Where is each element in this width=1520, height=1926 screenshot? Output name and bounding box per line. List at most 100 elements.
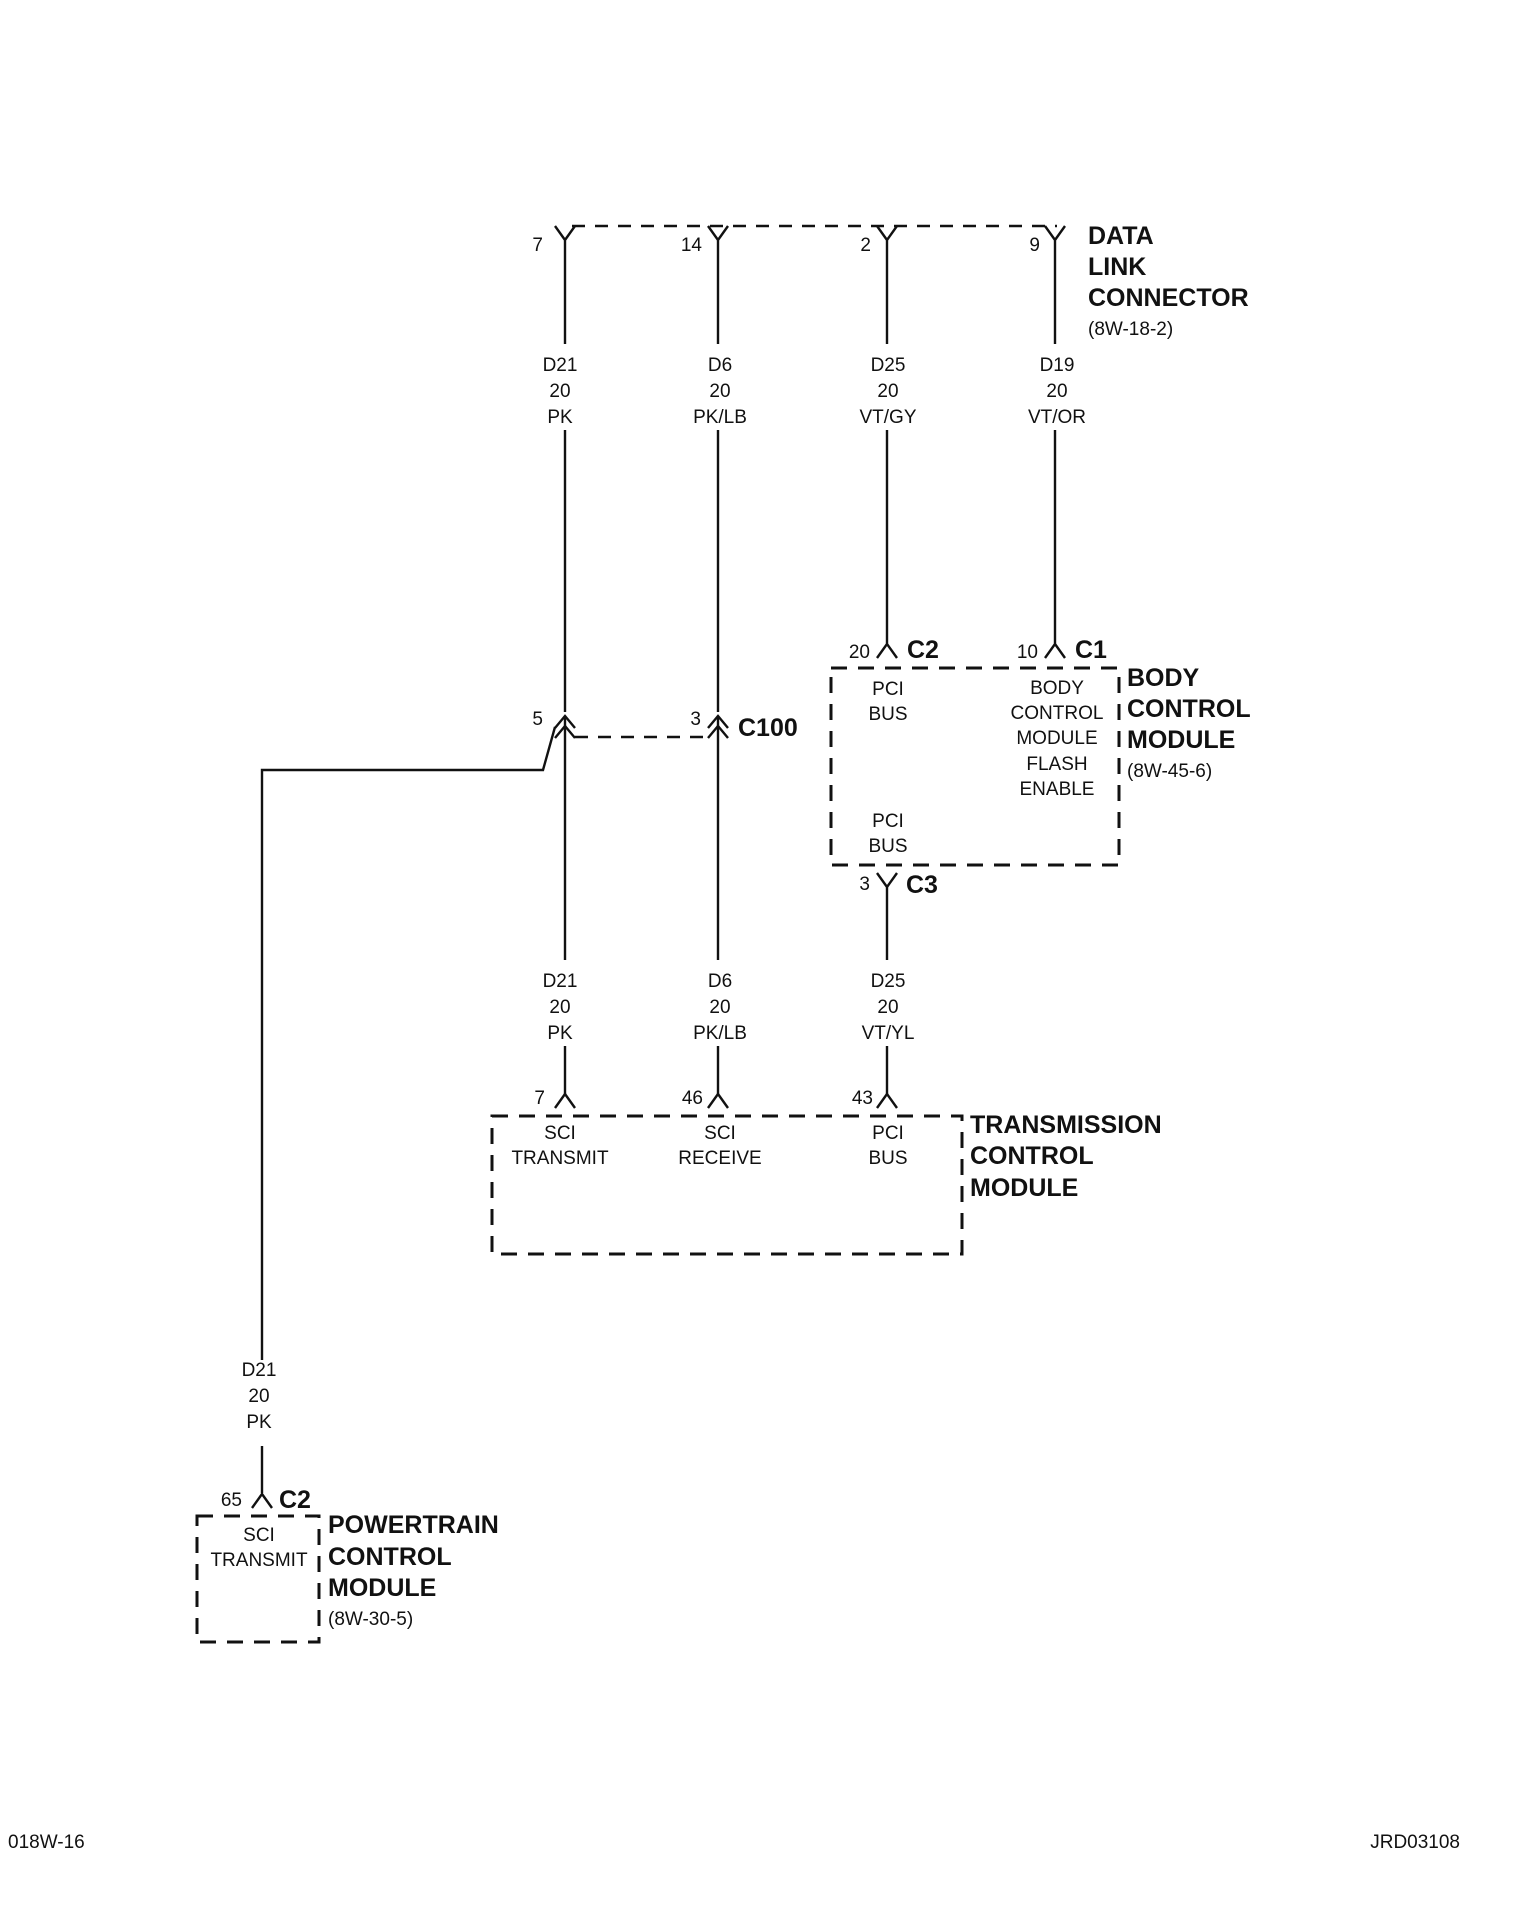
bcm-pci-bottom-1: PCI	[872, 811, 904, 832]
bcm-c2-label: C2	[907, 636, 939, 664]
color: VT/OR	[1028, 407, 1086, 428]
wire-label-d19-upper: D19 20 VT/OR	[1028, 355, 1086, 428]
bcm-c2-terminal-icon	[876, 638, 898, 659]
wire-label-d21-lower: D21 20 PK	[543, 971, 578, 1044]
bcm-pci-top-2: BUS	[868, 704, 907, 725]
color: VT/GY	[859, 407, 916, 428]
body-control-module: 20 C2 10 C1 PCI BUS BODY CONTROL MODULE …	[829, 636, 1251, 899]
pcm-name-line-2: CONTROL	[328, 1543, 452, 1571]
footer-right-code: JRD03108	[1370, 1832, 1460, 1853]
dlc-pin-7-symbol	[554, 225, 576, 248]
tcm-pin-43-terminal-icon	[876, 1091, 898, 1109]
bcm-flash-1: BODY	[1030, 678, 1084, 699]
transmission-control-module: 7 46 43 SCI TRANSMIT SCI RECEIVE PCI BUS…	[490, 1088, 1162, 1256]
tcm-terminal-1-line-2: TRANSMIT	[511, 1148, 609, 1169]
bcm-name-line-2: CONTROL	[1127, 695, 1251, 723]
circuit: D21	[543, 971, 578, 992]
dlc-pin-2-symbol	[876, 225, 898, 248]
dlc-name-line-1: DATA	[1088, 222, 1154, 250]
tcm-pin-43: 43	[852, 1088, 873, 1109]
bcm-box	[829, 666, 1121, 867]
tcm-terminal-3-line-1: PCI	[872, 1123, 904, 1144]
tcm-terminal-1-line-1: SCI	[544, 1123, 576, 1144]
gauge: 20	[549, 997, 570, 1018]
gauge: 20	[877, 997, 898, 1018]
tcm-pin-7: 7	[534, 1088, 545, 1109]
wire-label-d21-pcm: D21 20 PK	[242, 1360, 277, 1433]
tcm-pin-7-terminal-icon	[554, 1091, 576, 1109]
tcm-terminal-2-line-1: SCI	[704, 1123, 736, 1144]
bcm-c3-terminal-icon	[876, 872, 898, 893]
gauge: 20	[709, 381, 730, 402]
wire-label-d6-lower: D6 20 PK/LB	[693, 971, 747, 1044]
dlc-name-line-2: LINK	[1088, 253, 1146, 281]
data-link-connector: 7 14 2 9 DATA LINK CONNECTOR (8W-18-2)	[532, 222, 1248, 340]
tcm-terminal-2-line-2: RECEIVE	[678, 1148, 761, 1169]
bcm-c2-pin: 20	[849, 642, 870, 663]
bcm-c1-label: C1	[1075, 636, 1107, 664]
c100-pin-3: 3	[690, 709, 701, 730]
tcm-pin-46: 46	[682, 1088, 703, 1109]
wire-label-d6-upper: D6 20 PK/LB	[693, 355, 747, 428]
bcm-c3-label: C3	[906, 871, 938, 899]
circuit: D25	[871, 355, 906, 376]
bcm-flash-4: FLASH	[1026, 754, 1087, 775]
pcm-terminal-line-1: SCI	[243, 1525, 275, 1546]
upper-wires: D21 20 PK D6 20 PK/LB D25 20 VT/GY D19 2…	[543, 248, 1086, 712]
dlc-ref: (8W-18-2)	[1088, 319, 1173, 340]
pcm-pin: 65	[221, 1490, 242, 1511]
pcm-ref: (8W-30-5)	[328, 1609, 413, 1630]
c100-label: C100	[738, 714, 798, 742]
dlc-pin-7: 7	[532, 235, 543, 256]
circuit: D21	[242, 1360, 277, 1381]
dlc-pin-14-symbol	[707, 225, 729, 248]
bcm-ref: (8W-45-6)	[1127, 761, 1212, 782]
bcm-pci-bottom-2: BUS	[868, 836, 907, 857]
wire-label-d25-lower: D25 20 VT/YL	[862, 971, 915, 1044]
color: PK	[547, 1023, 573, 1044]
tcm-name-line-2: CONTROL	[970, 1142, 1094, 1170]
color: VT/YL	[862, 1023, 915, 1044]
bcm-c1-terminal-icon	[1044, 638, 1066, 659]
tcm-name-line-1: TRANSMISSION	[970, 1111, 1162, 1139]
dlc-pin-2: 2	[860, 235, 871, 256]
circuit: D6	[708, 971, 732, 992]
dlc-pin-14: 14	[681, 235, 703, 256]
footer-left-code: 018W-16	[8, 1832, 85, 1853]
gauge: 20	[709, 997, 730, 1018]
wire-label-d25-upper: D25 20 VT/GY	[859, 355, 916, 428]
tcm-terminal-3-line-2: BUS	[868, 1148, 907, 1169]
tcm-name-line-3: MODULE	[970, 1174, 1078, 1202]
circuit: D6	[708, 355, 732, 376]
c100-connector: 5 3 C100	[532, 709, 797, 742]
color: PK	[547, 407, 573, 428]
bcm-c3-pin: 3	[859, 874, 870, 895]
gauge: 20	[549, 381, 570, 402]
bcm-pci-top-1: PCI	[872, 679, 904, 700]
gauge: 20	[877, 381, 898, 402]
dlc-pin-9-symbol	[1044, 225, 1066, 248]
bcm-flash-5: ENABLE	[1020, 779, 1095, 800]
gauge: 20	[248, 1386, 269, 1407]
bcm-flash-3: MODULE	[1016, 728, 1097, 749]
powertrain-control-module: 65 C2 SCI TRANSMIT POWERTRAIN CONTROL MO…	[195, 1486, 499, 1644]
dlc-name-line-3: CONNECTOR	[1088, 284, 1249, 312]
color: PK	[246, 1412, 272, 1433]
pcm-box	[195, 1514, 321, 1644]
bcm-name-line-1: BODY	[1127, 664, 1200, 692]
pcm-name-line-1: POWERTRAIN	[328, 1511, 499, 1539]
gauge: 20	[1046, 381, 1067, 402]
bcm-c1-pin: 10	[1017, 642, 1038, 663]
tcm-pin-46-terminal-icon	[707, 1091, 729, 1109]
c100-pin-5: 5	[532, 709, 543, 730]
circuit: D25	[871, 971, 906, 992]
wire-d21-branch-to-pcm	[260, 726, 557, 1360]
dlc-pin-9: 9	[1029, 235, 1040, 256]
color: PK/LB	[693, 1023, 747, 1044]
tcm-box	[490, 1114, 964, 1256]
circuit: D19	[1040, 355, 1075, 376]
wire-label-d21-upper: D21 20 PK	[543, 355, 578, 428]
bcm-flash-2: CONTROL	[1011, 703, 1104, 724]
circuit: D21	[543, 355, 578, 376]
